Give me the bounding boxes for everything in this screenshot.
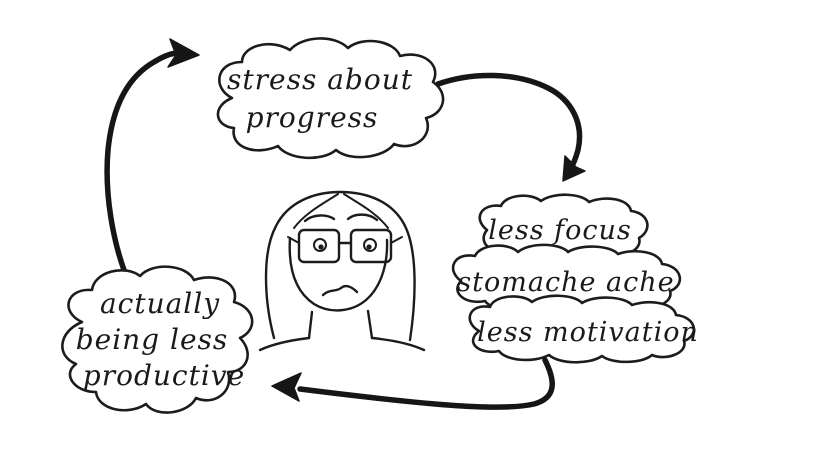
person-glasses-temple-right [390, 236, 403, 244]
person-glasses-temple-left [287, 236, 300, 244]
bubble-stress-about-progress: stress about progress [216, 37, 445, 160]
bubble-being-less-productive-outline [61, 265, 254, 414]
bubble-being-less-productive: actually being less productive [61, 265, 254, 414]
arrow-symptoms-to-productive-head [271, 372, 302, 402]
person-eye-left [313, 238, 327, 252]
person-pupil-left [318, 244, 324, 250]
person-eyebrow-left [303, 214, 336, 223]
bubble-productive-line1: actually [100, 287, 220, 320]
person-neck-right [366, 309, 374, 340]
person-eyebrow-right [346, 213, 379, 222]
arrow-productive-to-stress-head [167, 38, 200, 68]
person-neck-left [307, 310, 314, 340]
bubble-productive-line3: productive [83, 359, 245, 392]
person-face-outline [288, 236, 389, 312]
arrow-productive-to-stress [104, 38, 200, 273]
arrow-symptoms-to-productive-line [297, 357, 555, 410]
bubble-stress-outline [216, 37, 445, 160]
bubble-stress-line1: stress about [227, 63, 413, 96]
person-mouth [321, 284, 359, 297]
person-shoulder-left [258, 336, 311, 352]
bubble-stress-line2: progress [246, 101, 379, 134]
person-pupil-right [366, 244, 372, 250]
arrow-stress-to-symptoms [435, 72, 586, 182]
person-hair-icon [264, 190, 416, 342]
bubble-less-focus: less focus [478, 193, 649, 262]
person-glasses-right-lens [349, 228, 393, 264]
bubble-less-motivation: less motivation [468, 294, 699, 364]
worried-person-drawing [258, 190, 426, 352]
person-eye-right [363, 238, 377, 252]
arrow-stress-to-symptoms-line [435, 72, 583, 171]
arrow-productive-to-stress-line [104, 50, 179, 273]
bubble-less-motivation-label: less motivation [477, 317, 699, 348]
bubble-productive-line2: being less [76, 323, 229, 356]
bubble-stomache-ache-label: stomache ache [457, 267, 674, 298]
bubble-less-focus-label: less focus [488, 215, 632, 246]
person-shoulder-right [370, 336, 426, 352]
person-hair-part-left [293, 193, 339, 229]
arrow-symptoms-to-productive [271, 357, 555, 410]
person-glasses-left-lens [297, 228, 341, 264]
person-hair-part-right [343, 193, 389, 229]
bubble-less-motivation-outline [468, 294, 696, 364]
arrow-stress-to-symptoms-head [562, 155, 586, 182]
